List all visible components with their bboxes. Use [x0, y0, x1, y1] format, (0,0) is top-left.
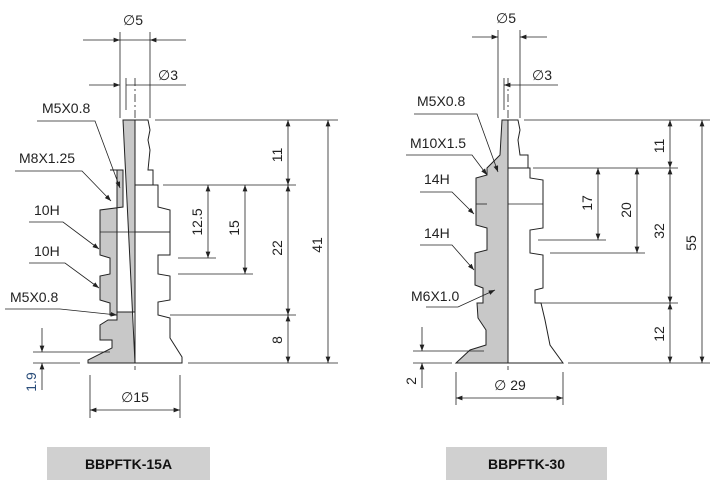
dim-h-b: 15	[226, 220, 242, 236]
label-thread-bottom: M6X1.0	[411, 288, 459, 304]
dim-h-mid: 22	[269, 240, 285, 256]
dim-d-pad: ∅ 29	[494, 377, 526, 393]
dim-h-a: 17	[579, 195, 595, 211]
dim-d-top: ∅5	[496, 10, 516, 26]
dim-h-barb: 11	[651, 139, 667, 154]
dim-lip: 1.9	[23, 372, 39, 392]
dim-d-pad: ∅15	[121, 389, 149, 405]
label-thread-top: M5X0.8	[417, 93, 465, 109]
dim-h-mid: 32	[651, 223, 667, 239]
model-label-15a: BBPFTK-15A	[47, 447, 210, 480]
dim-h-total: 55	[683, 235, 699, 251]
dim-h-b: 20	[618, 202, 634, 218]
label-nut-lower: 10H	[34, 243, 60, 259]
label-thread-body: M8X1.25	[19, 150, 75, 166]
model-label-30: BBPFTK-30	[446, 447, 607, 480]
dim-h-barb: 11	[269, 148, 285, 163]
dim-h-total: 41	[309, 237, 325, 253]
dim-d-inner: ∅3	[532, 67, 552, 83]
dim-h-pad: 8	[269, 336, 285, 344]
label-thread-top: M5X0.8	[42, 100, 90, 116]
vacuum-pad-drawing-30: ∅5 ∅3 11 32 12 55 17 20 2 ∅ 29 M5X0.8 M1…	[403, 10, 710, 405]
label-thread-body: M10X1.5	[410, 135, 466, 151]
dim-h-a: 12.5	[189, 208, 205, 235]
label-nut-lower: 14H	[424, 225, 450, 241]
label-thread-bottom: M5X0.8	[10, 289, 58, 305]
dim-lip: 2	[403, 377, 419, 385]
label-nut-upper: 14H	[424, 171, 450, 187]
dim-d-top: ∅5	[123, 12, 143, 28]
vacuum-pad-drawing-15a: ∅5 ∅3 11 22 8 41 12.5 15 1.9 ∅15 M5	[5, 12, 338, 418]
label-nut-upper: 10H	[34, 202, 60, 218]
dim-d-inner: ∅3	[158, 67, 178, 83]
dim-h-pad: 12	[651, 326, 667, 342]
